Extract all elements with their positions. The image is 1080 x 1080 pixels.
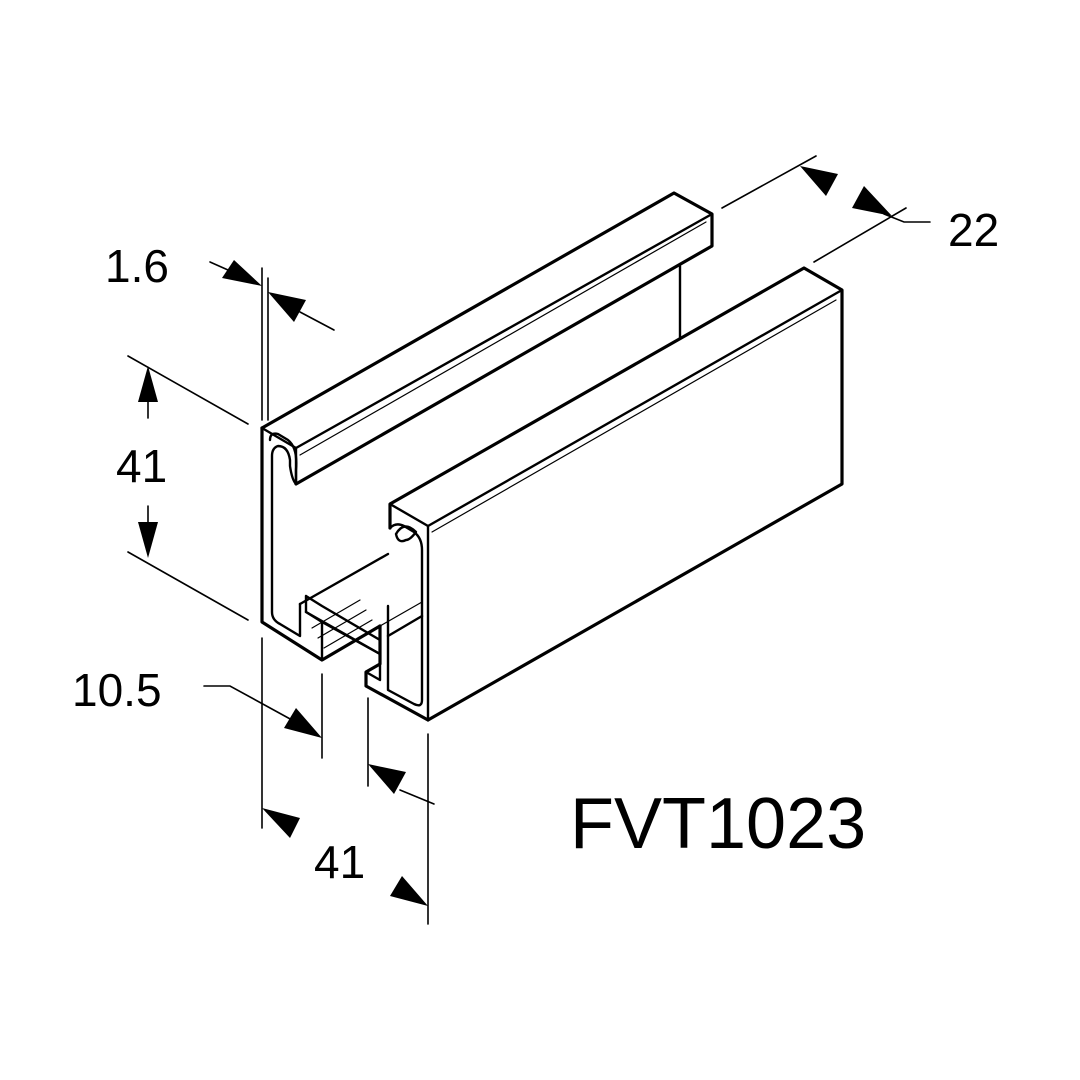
thickness-arrow-1 [222,260,262,286]
right-box-outline [388,266,844,722]
floor-groove-3 [323,619,373,649]
offset-label: 10.5 [72,664,162,716]
right-web-ledge [386,614,424,638]
channel-profile [260,191,844,722]
slot-arrow-2 [852,186,892,216]
floor-groove-2 [317,609,367,639]
height-arrow-up [138,366,158,402]
left-flange-highlight [299,221,707,456]
left-web-outer [260,426,382,662]
right-box-highlight [431,299,837,533]
dimension-slot-offset: 10.5 [72,637,323,829]
slot-width-label: 22 [948,204,999,256]
floor-groove-1 [311,599,361,629]
height-label: 41 [116,440,167,492]
center-notch-inner [364,662,382,682]
left-flange-top-edge [260,191,714,486]
right-web-inner [386,523,424,707]
floor-left-lip [298,552,390,606]
dimension-width: 41 [262,697,435,925]
left-flange-front-face [260,212,714,450]
thickness-arrow-2 [268,292,306,322]
width-arrow-left [262,808,300,838]
slot-arrow-1 [800,166,838,196]
height-arrow-down [138,522,158,558]
width-label: 41 [314,836,365,888]
width-arrow-inner [368,764,406,794]
dimension-thickness: 1.6 [105,240,335,421]
left-web-inner [268,432,302,638]
dimension-height: 41 [116,355,249,621]
right-box-top-front [388,288,844,528]
thickness-label: 1.6 [105,240,169,292]
offset-arrow [284,708,322,738]
width-arrow-right [390,876,428,906]
right-web-lip [394,525,418,543]
dimension-slot-width: 22 [721,155,999,263]
part-number: FVT1023 [570,784,866,864]
inner-rail-top [379,601,423,627]
